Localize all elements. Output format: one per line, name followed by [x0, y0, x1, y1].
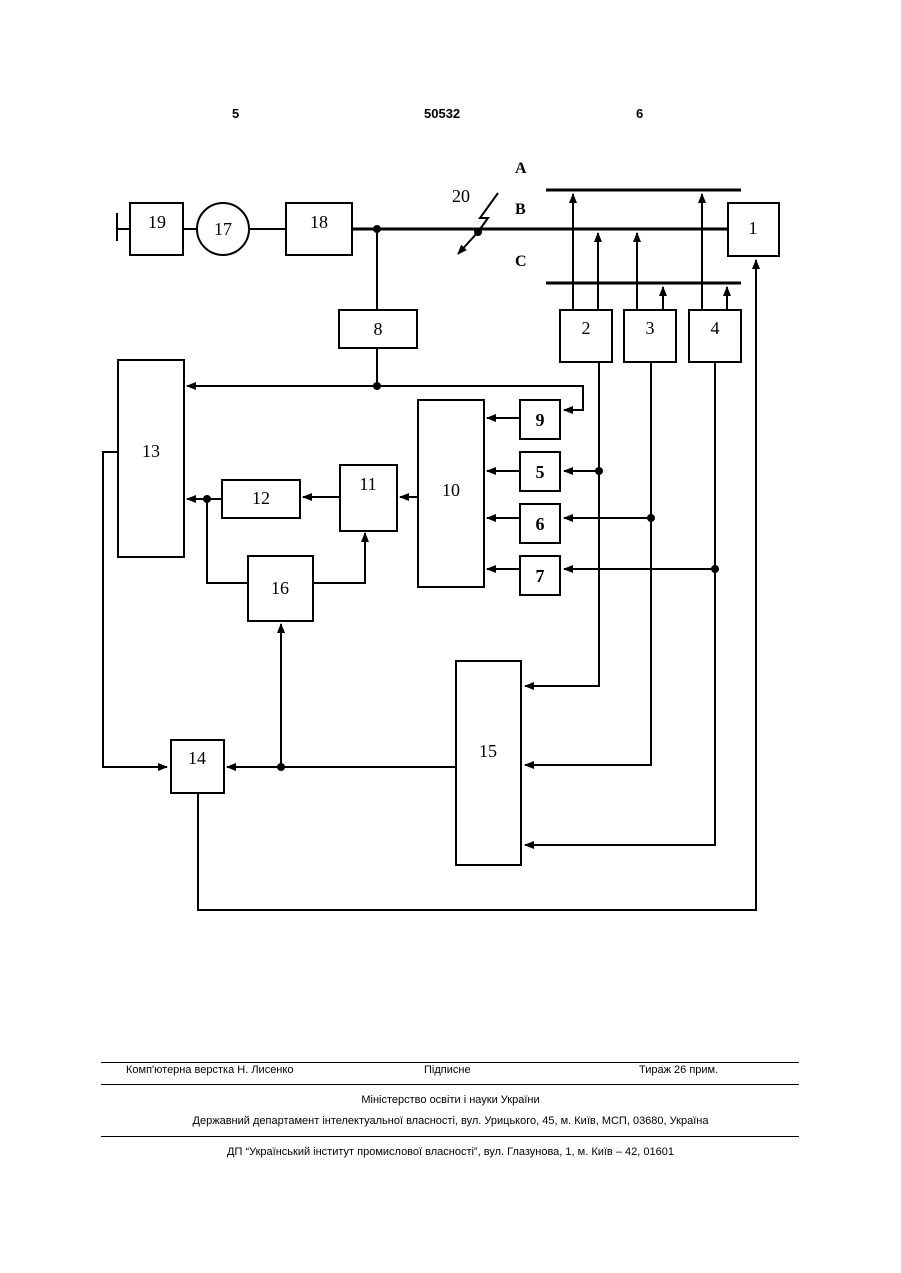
- block-12: 12: [222, 480, 300, 518]
- block-6: 6: [520, 504, 560, 543]
- block-13: 13: [118, 360, 184, 557]
- footer-rule-top: [101, 1062, 799, 1063]
- svg-text:19: 19: [148, 212, 166, 232]
- block-17: 17: [197, 203, 249, 255]
- footer-department: Державний департамент інтелектуальної вл…: [0, 1115, 901, 1127]
- footer-institute: ДП “Український інститут промислової вла…: [0, 1146, 901, 1158]
- svg-text:15: 15: [479, 741, 497, 761]
- block-19: 19: [130, 203, 183, 255]
- block-2: 2: [560, 310, 612, 362]
- block-9: 9: [520, 400, 560, 439]
- phase-a-label: A: [515, 160, 527, 177]
- block-7: 7: [520, 556, 560, 595]
- fault-point: [474, 228, 482, 236]
- footer-rule-middle: [101, 1084, 799, 1085]
- block-3: 3: [624, 310, 676, 362]
- footer-ministry: Міністерство освіти і науки України: [0, 1094, 901, 1106]
- block-5: 5: [520, 452, 560, 491]
- footer-layout-credit: Комп'ютерна верстка Н. Лисенко: [126, 1064, 293, 1076]
- svg-text:11: 11: [359, 474, 376, 494]
- svg-text:8: 8: [374, 319, 383, 339]
- block-8: 8: [339, 310, 417, 348]
- svg-text:18: 18: [310, 212, 328, 232]
- footer-signed: Підписне: [424, 1064, 471, 1076]
- svg-text:2: 2: [582, 318, 591, 338]
- svg-text:7: 7: [536, 566, 545, 586]
- block-15: 15: [456, 661, 521, 865]
- footer-rule-bottom: [101, 1136, 799, 1137]
- svg-text:1: 1: [749, 218, 758, 238]
- block-16: 16: [248, 556, 313, 621]
- svg-text:10: 10: [442, 480, 460, 500]
- node-bus-b-8: [373, 225, 381, 233]
- svg-text:4: 4: [711, 318, 720, 338]
- block-14: 14: [171, 740, 224, 793]
- fault-lightning-symbol: [478, 193, 498, 232]
- block-11: 11: [340, 465, 397, 531]
- svg-text:16: 16: [271, 578, 289, 598]
- svg-text:9: 9: [536, 410, 545, 430]
- wire-16-11: [313, 533, 365, 583]
- footer-circulation: Тираж 26 прим.: [639, 1064, 718, 1076]
- block-10: 10: [418, 400, 484, 587]
- phase-b-label: B: [515, 201, 526, 218]
- block-1: 1: [728, 203, 779, 256]
- svg-text:5: 5: [536, 462, 545, 482]
- svg-text:12: 12: [252, 488, 270, 508]
- fault-label: 20: [452, 186, 470, 206]
- svg-text:6: 6: [536, 514, 545, 534]
- svg-text:3: 3: [646, 318, 655, 338]
- fault-arrow: [458, 232, 478, 254]
- svg-text:17: 17: [214, 219, 232, 239]
- block-18: 18: [286, 203, 352, 255]
- phase-c-label: C: [515, 253, 527, 270]
- block-4: 4: [689, 310, 741, 362]
- svg-text:13: 13: [142, 441, 160, 461]
- svg-text:14: 14: [188, 748, 206, 768]
